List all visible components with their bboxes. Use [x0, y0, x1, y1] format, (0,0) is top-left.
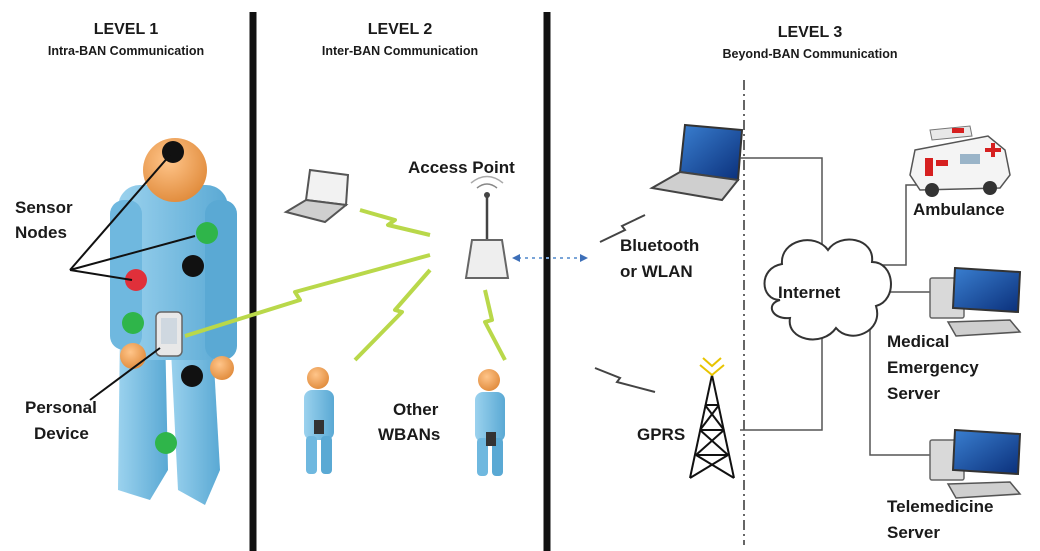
other-wban-person-left [304, 367, 334, 474]
level2-title: LEVEL 2 [367, 21, 433, 38]
dotted-arrow-link [512, 254, 588, 262]
personal-device-icon [155, 311, 183, 357]
level1-subtitle: Intra-BAN Communication [47, 44, 205, 58]
bluetooth-label-line1: Bluetooth [620, 236, 700, 255]
telemedicine-label-line1: Telemedicine [887, 497, 994, 516]
medical-server-computer-icon [929, 266, 1022, 337]
wireless-link-bolts [184, 208, 507, 362]
level1-title: LEVEL 1 [93, 21, 159, 38]
ambulance-icon [909, 125, 1011, 197]
other-wban-person-right [475, 369, 505, 476]
medical-server-label-line2: Emergency [887, 358, 979, 377]
sensor-nodes-pointer-lines [69, 154, 196, 281]
internet-cloud-icon [763, 238, 892, 341]
level3-title: LEVEL 3 [777, 24, 843, 41]
access-point-icon [464, 175, 510, 279]
personal-device-label-line1: Personal [25, 398, 97, 417]
sensor-node-green-1 [196, 222, 218, 244]
gprs-wireless-zigzag [594, 367, 656, 393]
personal-device-pointer-line [89, 347, 161, 401]
other-wbans-label-line2: WBANs [378, 425, 441, 444]
level2-laptop-icon [283, 168, 350, 224]
sensor-nodes-label-line2: Nodes [15, 223, 67, 242]
medical-server-label-line3: Server [887, 384, 940, 403]
personal-device-label-line2: Device [34, 424, 89, 443]
sensor-node-black-2 [181, 365, 203, 387]
sensor-node-black-1 [182, 255, 204, 277]
level2-subtitle: Inter-BAN Communication [321, 44, 479, 58]
sensor-node-red [125, 269, 147, 291]
internet-label: Internet [778, 283, 841, 302]
gprs-tower-icon [689, 357, 735, 479]
bluetooth-label-line2: or WLAN [620, 262, 693, 281]
sensor-node-green-2 [122, 312, 144, 334]
medical-server-label-line1: Medical [887, 332, 950, 351]
telemedicine-label-line2: Server [887, 523, 940, 542]
sensor-nodes-label-line1: Sensor [15, 198, 73, 217]
bluetooth-wireless-zigzag [599, 214, 646, 243]
level3-laptop-icon [649, 123, 744, 202]
sensor-node-green-3 [155, 432, 177, 454]
access-point-label: Access Point [408, 158, 515, 177]
other-wbans-label-line1: Other [393, 400, 439, 419]
ambulance-label: Ambulance [913, 200, 1005, 219]
level3-subtitle: Beyond-BAN Communication [722, 47, 898, 61]
gprs-label: GPRS [637, 425, 686, 444]
telemedicine-server-computer-icon [929, 428, 1022, 499]
